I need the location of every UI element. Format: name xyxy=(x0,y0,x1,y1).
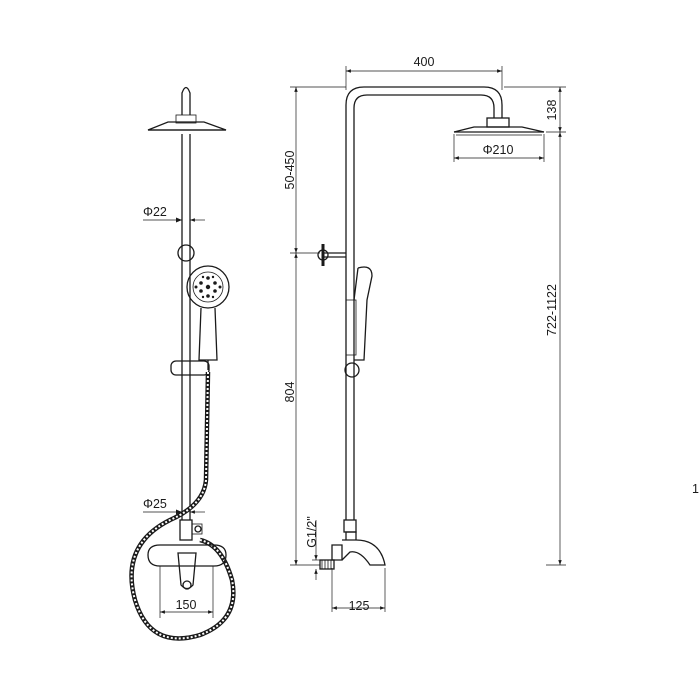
label-400: 400 xyxy=(414,55,435,69)
label-804: 804 xyxy=(283,382,297,403)
page-marker: 1 xyxy=(692,482,699,496)
side-view xyxy=(290,66,566,612)
side-wall-flange xyxy=(331,544,343,561)
side-hand-shower xyxy=(354,266,373,361)
side-riser-inner xyxy=(353,94,495,520)
label-phi210: Φ210 xyxy=(483,143,514,157)
front-mixer-body xyxy=(147,544,227,567)
front-mixer-lever xyxy=(177,552,197,590)
front-hand-shower-head xyxy=(186,265,230,309)
front-diverter xyxy=(179,519,193,541)
front-hand-shower-handle xyxy=(198,307,218,361)
front-view xyxy=(129,86,236,641)
side-inlet-thread xyxy=(319,559,335,570)
label-150: 150 xyxy=(176,598,197,612)
label-g12: G1/2" xyxy=(305,516,319,548)
label-138: 138 xyxy=(545,100,559,121)
side-riser-outer xyxy=(345,86,503,520)
label-phi22: Φ22 xyxy=(143,205,167,219)
label-50-450: 50-450 xyxy=(283,150,297,189)
side-overhead-head xyxy=(453,126,545,133)
side-mixer-body xyxy=(341,539,386,566)
front-head-collar xyxy=(175,114,197,124)
front-holder xyxy=(177,244,195,262)
front-slide-bar-bracket xyxy=(170,360,210,376)
label-125: 125 xyxy=(349,599,370,613)
label-722-1122: 722-1122 xyxy=(545,284,559,336)
side-head-collar xyxy=(486,117,510,128)
side-slide-bracket xyxy=(344,362,360,378)
front-head-connector xyxy=(181,86,191,115)
label-phi25: Φ25 xyxy=(143,497,167,511)
hand-shower-nozzles xyxy=(194,275,222,299)
side-diverter xyxy=(343,519,357,533)
